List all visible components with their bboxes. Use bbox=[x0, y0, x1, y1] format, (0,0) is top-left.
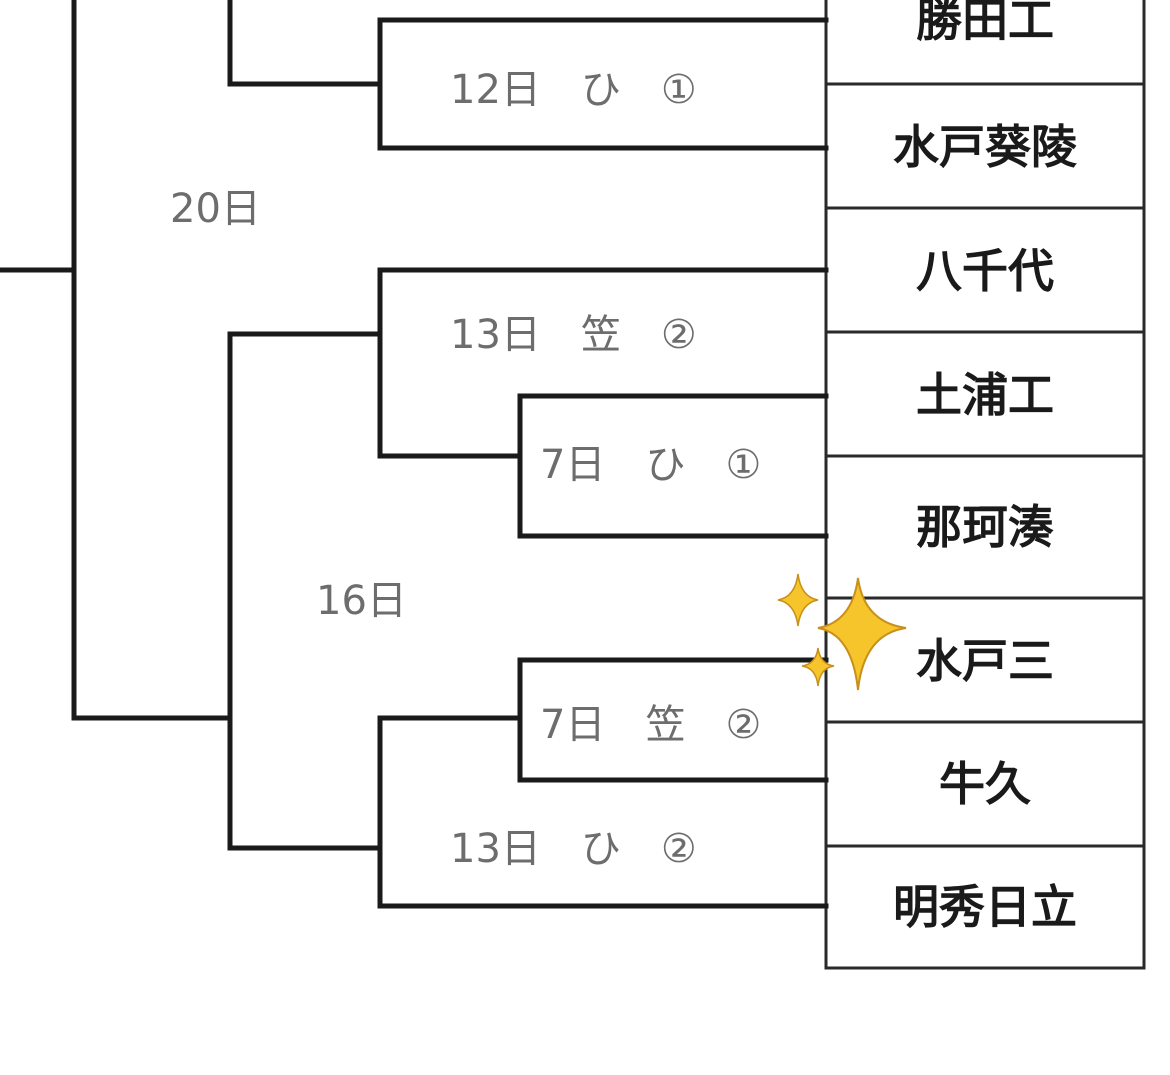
team-box bbox=[824, 720, 1146, 848]
team-box bbox=[824, 82, 1146, 210]
team-name: 水戸葵陵 bbox=[893, 120, 1078, 174]
team-name: 八千代 bbox=[916, 244, 1054, 298]
team-name: 水戸三 bbox=[916, 634, 1054, 688]
team-box bbox=[824, 454, 1146, 600]
sparkle-icon bbox=[777, 573, 907, 691]
team-name: 牛久 bbox=[939, 757, 1031, 811]
round-labels: 12日 ひ ① 20日 13日 笠 ② 7日 ひ ① 16日 7日 笠 ② 13… bbox=[170, 67, 761, 872]
team-name: 明秀日立 bbox=[893, 880, 1077, 934]
round-date-label: 20日 bbox=[170, 186, 261, 232]
bracket-lines bbox=[0, 0, 829, 909]
team-list: 勝田工 水戸葵陵 八千代 土浦工 那珂湊 水戸三 牛久 明秀日立 bbox=[824, 0, 1146, 970]
match-label: 13日 笠 ② bbox=[450, 312, 697, 358]
round-date-label: 16日 bbox=[316, 578, 407, 624]
match-label: 13日 ひ ② bbox=[450, 826, 697, 872]
match-label: 7日 ひ ① bbox=[540, 442, 761, 488]
team-name: 勝田工 bbox=[916, 0, 1054, 47]
team-box bbox=[824, 330, 1146, 458]
team-name: 那珂湊 bbox=[916, 500, 1054, 554]
team-box bbox=[824, 844, 1146, 970]
match-label: 7日 笠 ② bbox=[540, 702, 761, 748]
match-label: 12日 ひ ① bbox=[450, 67, 697, 113]
team-name: 土浦工 bbox=[916, 368, 1054, 422]
